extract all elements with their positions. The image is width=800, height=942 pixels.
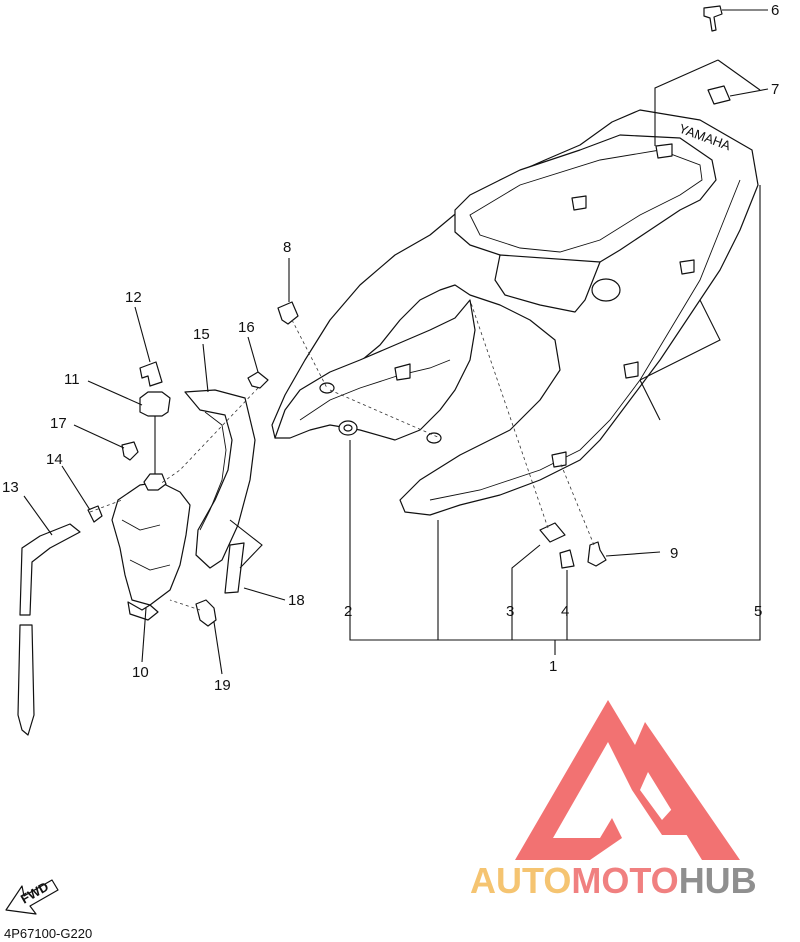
part-11-cap — [139, 391, 171, 417]
part-12-elbow — [139, 361, 163, 387]
callout-6: 6 — [771, 2, 779, 19]
part-15-bracket-inner — [199, 411, 227, 531]
watermark-logo-inner — [584, 760, 640, 810]
callout-12: 12 — [125, 289, 142, 306]
tail-block — [494, 254, 601, 313]
part-13-hose-lower — [17, 624, 35, 736]
drawing-code: 4P67100-G220 — [4, 926, 92, 941]
part-14-clip — [87, 505, 103, 523]
grommet-hole-1 — [319, 382, 335, 394]
watermark-logo-mark — [515, 700, 740, 860]
mount-tab-3 — [623, 361, 639, 379]
mount-tab-6 — [655, 143, 673, 159]
fwd-arrow: FWD — [5, 879, 59, 915]
callout-7: 7 — [771, 81, 779, 98]
callout-14: 14 — [46, 451, 63, 468]
part-2-washer-hole — [343, 424, 353, 432]
part-15-bracket — [184, 389, 256, 569]
callout-4: 4 — [561, 603, 569, 620]
part-10-bracket — [127, 601, 159, 621]
mount-tab-4 — [679, 259, 695, 275]
cowl-side-edge — [429, 179, 741, 501]
callout-5: 5 — [754, 603, 762, 620]
callout-2: 2 — [344, 603, 352, 620]
part-19-bolt — [195, 599, 217, 627]
fuel-tank-assembly — [17, 361, 269, 736]
part-7-nut — [707, 85, 731, 105]
seat-recess-inner — [469, 149, 703, 253]
callout-13: 13 — [2, 479, 19, 496]
mount-tab-2 — [394, 363, 411, 381]
watermark-text-hub: HUB — [679, 860, 757, 901]
part-17-clip — [121, 441, 139, 461]
callout-3: 3 — [506, 603, 514, 620]
callout-18: 18 — [288, 592, 305, 609]
callout-16: 16 — [238, 319, 255, 336]
part-18-strip — [224, 542, 245, 594]
part-16-bolt — [247, 371, 269, 389]
fasteners-right — [277, 5, 731, 569]
part-10-neck — [143, 473, 167, 491]
callout-8: 8 — [283, 239, 291, 256]
tail-knob — [591, 278, 621, 302]
part-9-screw — [587, 541, 607, 567]
grommet-hole-2 — [426, 432, 442, 444]
mount-tab-5 — [551, 451, 567, 468]
watermark-text-moto: MOTO — [571, 860, 678, 901]
callout-labels: 1 2 3 4 5 6 7 8 9 10 11 12 13 14 15 16 1… — [2, 2, 779, 694]
part-8-grommet — [277, 301, 299, 325]
part-4-nut — [559, 549, 575, 569]
callout-10: 10 — [132, 664, 149, 681]
part-6-screw — [703, 5, 723, 32]
leader-lines — [23, 9, 769, 675]
callout-1: 1 — [549, 658, 557, 675]
callout-19: 19 — [214, 677, 231, 694]
callout-9: 9 — [670, 545, 678, 562]
callout-15: 15 — [193, 326, 210, 343]
watermark-text-auto: AUTO — [470, 860, 571, 901]
part-10-detail — [121, 519, 171, 571]
callout-17: 17 — [50, 415, 67, 432]
callout-11: 11 — [64, 371, 80, 388]
watermark-logo: AUTOMOTOHUB — [470, 700, 757, 901]
part-3-damper — [539, 522, 566, 543]
part-10-reservoir — [111, 481, 191, 606]
svg-text:AUTOMOTOHUB: AUTOMOTOHUB — [470, 860, 757, 901]
part-13-hose — [19, 523, 81, 616]
seat-cowl-assembly: YAMAHA — [271, 109, 759, 516]
left-side-cover — [274, 299, 476, 441]
mount-tab-1 — [571, 195, 587, 211]
fwd-arrow-icon — [5, 879, 59, 915]
left-side-cover-detail — [299, 359, 451, 421]
